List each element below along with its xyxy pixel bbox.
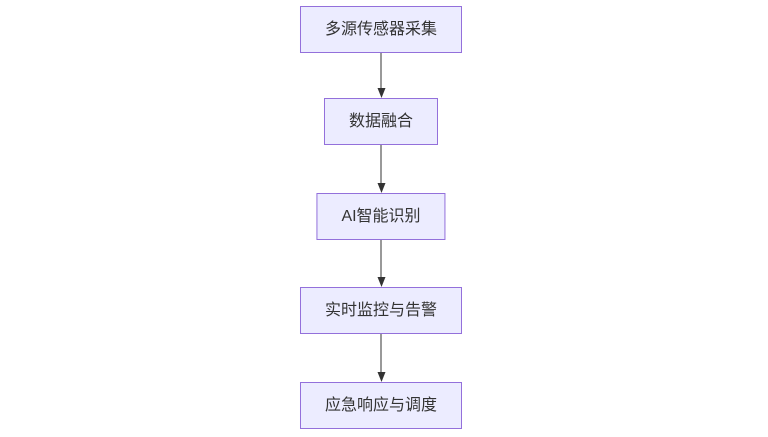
flow-edge-2 bbox=[377, 145, 386, 193]
flow-node-monitoring-alert: 实时监控与告警 bbox=[299, 287, 463, 334]
edge-line bbox=[380, 145, 382, 183]
arrowhead-down-icon bbox=[377, 277, 385, 287]
flow-node-sensor-collection: 多源传感器采集 bbox=[299, 6, 463, 53]
edge-line bbox=[380, 334, 382, 372]
flow-edge-4 bbox=[377, 334, 386, 382]
node-label: 应急响应与调度 bbox=[324, 396, 438, 414]
flow-edge-3 bbox=[377, 240, 386, 287]
node-label: AI智能识别 bbox=[341, 207, 421, 225]
arrowhead-down-icon bbox=[377, 183, 385, 193]
arrowhead-down-icon bbox=[377, 372, 385, 382]
edge-line bbox=[380, 53, 382, 88]
node-label: 多源传感器采集 bbox=[324, 20, 438, 38]
edge-line bbox=[380, 240, 382, 277]
flow-edge-1 bbox=[377, 53, 386, 98]
arrowhead-down-icon bbox=[377, 88, 385, 98]
flow-node-emergency-dispatch: 应急响应与调度 bbox=[299, 382, 463, 429]
node-label: 实时监控与告警 bbox=[324, 301, 438, 319]
node-label: 数据融合 bbox=[348, 112, 414, 130]
flow-node-ai-recognition: AI智能识别 bbox=[316, 193, 446, 240]
flow-node-data-fusion: 数据融合 bbox=[323, 98, 439, 145]
